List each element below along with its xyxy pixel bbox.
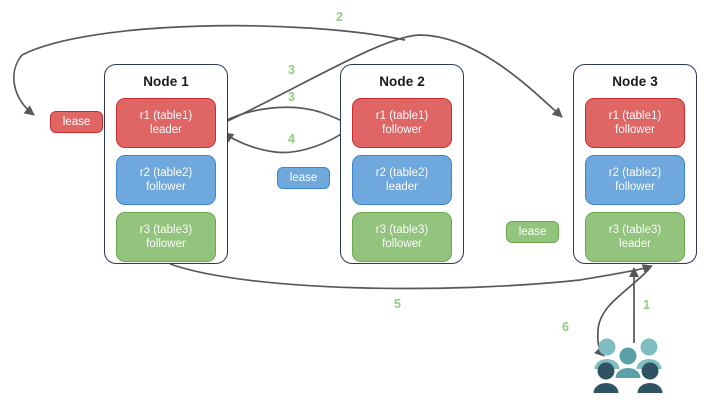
- replica-name: r2 (table2): [139, 167, 193, 179]
- edge-step-3-lower: [218, 106, 351, 126]
- node-title: Node 2: [379, 74, 425, 89]
- replica-role: leader: [619, 238, 651, 250]
- replica-name: r2 (table2): [375, 167, 429, 179]
- replica-r1[interactable]: r1 (table1) leader: [116, 98, 216, 148]
- replica-name: r2 (table2): [608, 167, 662, 179]
- replica-r3[interactable]: r3 (table3) follower: [116, 212, 216, 262]
- replica-name: r3 (table3): [608, 224, 662, 236]
- replica-name: r1 (table1): [139, 110, 193, 122]
- replica-r2[interactable]: r2 (table2) leader: [352, 155, 452, 205]
- edge-step-5: [169, 263, 653, 290]
- replica-role: follower: [615, 124, 655, 136]
- replica-r1[interactable]: r1 (table1) follower: [585, 98, 685, 148]
- step-label-4: 4: [288, 132, 295, 146]
- replica-role: leader: [150, 124, 182, 136]
- replica-name: r1 (table1): [375, 110, 429, 122]
- replica-role: follower: [382, 124, 422, 136]
- replica-name: r1 (table1): [608, 110, 662, 122]
- replica-role: follower: [615, 181, 655, 193]
- replica-name: r3 (table3): [139, 224, 193, 236]
- replica-r2[interactable]: r2 (table2) follower: [116, 155, 216, 205]
- replica-r1[interactable]: r1 (table1) follower: [352, 98, 452, 148]
- replica-role: follower: [382, 238, 422, 250]
- replica-r3[interactable]: r3 (table3) leader: [585, 212, 685, 262]
- replica-role: follower: [146, 238, 186, 250]
- edge-step-3-upper: [218, 34, 563, 126]
- replica-name: r3 (table3): [375, 224, 429, 236]
- edge-step-4: [223, 127, 351, 154]
- replica-role: follower: [146, 181, 186, 193]
- lease-badge-table1[interactable]: lease: [50, 111, 103, 133]
- step-label-5: 5: [394, 297, 401, 311]
- edge-step-2: [13, 24, 406, 116]
- node-box-node-2[interactable]: Node 2 r1 (table1) follower r2 (table2) …: [340, 64, 464, 264]
- node-box-node-3[interactable]: Node 3 r1 (table1) follower r2 (table2) …: [573, 64, 697, 264]
- replica-role: leader: [386, 181, 418, 193]
- lease-badge-table2[interactable]: lease: [277, 167, 330, 189]
- step-label-3a: 3: [288, 63, 295, 77]
- step-label-2: 2: [336, 10, 343, 24]
- step-label-6: 6: [562, 320, 569, 334]
- node-box-node-1[interactable]: Node 1 r1 (table1) leader r2 (table2) fo…: [104, 64, 228, 264]
- step-label-1: 1: [643, 298, 650, 312]
- replica-r2[interactable]: r2 (table2) follower: [585, 155, 685, 205]
- step-label-3b: 3: [288, 90, 295, 104]
- replica-r3[interactable]: r3 (table3) follower: [352, 212, 452, 262]
- lease-badge-table3[interactable]: lease: [506, 221, 559, 243]
- node-title: Node 1: [143, 74, 189, 89]
- users-icon: [593, 338, 663, 393]
- node-title: Node 3: [612, 74, 658, 89]
